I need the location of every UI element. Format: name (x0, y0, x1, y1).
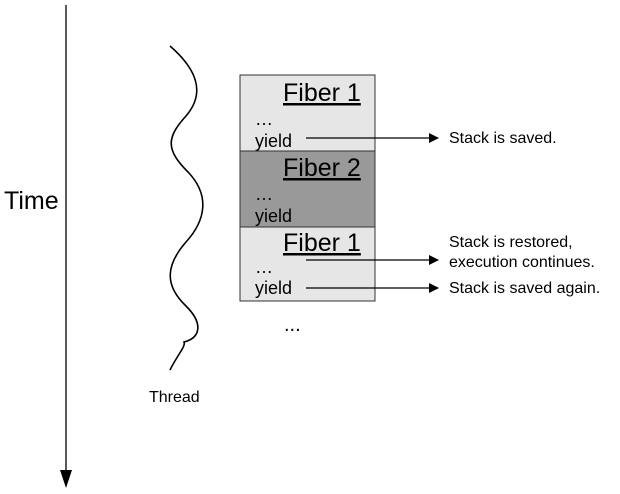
fiber-stack: Fiber 1 … yield Fiber 2 … yield Fiber 1 … (239, 74, 376, 336)
fiber-box-bg (239, 226, 376, 302)
annotation-stack-restored-line2: execution continues. (449, 254, 595, 271)
thread: Thread (149, 45, 204, 406)
fiber-ellipsis: … (255, 184, 273, 204)
annotation-stack-restored-line1: Stack is restored, (449, 234, 573, 251)
time-axis: Time (4, 5, 72, 488)
annotation-stack-saved: Stack is saved. (449, 130, 557, 147)
arrows (306, 133, 439, 293)
fiber-yield: yield (255, 206, 292, 226)
fiber-box: Fiber 1 … yield (239, 74, 376, 152)
annotation-stack-saved-again: Stack is saved again. (449, 280, 600, 297)
thread-line (169, 45, 204, 371)
fiber-box: Fiber 1 … yield (239, 226, 376, 302)
fiber-yield: yield (255, 278, 292, 298)
fiber-title: Fiber 1 (283, 79, 361, 107)
annotations: Stack is saved. Stack is restored, execu… (449, 130, 600, 297)
fiber-ellipsis: … (255, 109, 273, 129)
time-axis-label: Time (4, 187, 59, 215)
fiber-title: Fiber 1 (283, 229, 361, 257)
fiber-box: Fiber 2 … yield (239, 150, 376, 228)
time-axis-arrowhead (60, 470, 72, 488)
fiber-title: Fiber 2 (283, 154, 361, 182)
fiber-ellipsis: … (255, 257, 273, 277)
fiber-yield: yield (255, 131, 292, 151)
fiber-box-bg (239, 150, 376, 228)
thread-label: Thread (149, 389, 200, 406)
continuation-ellipsis: ... (284, 314, 301, 336)
